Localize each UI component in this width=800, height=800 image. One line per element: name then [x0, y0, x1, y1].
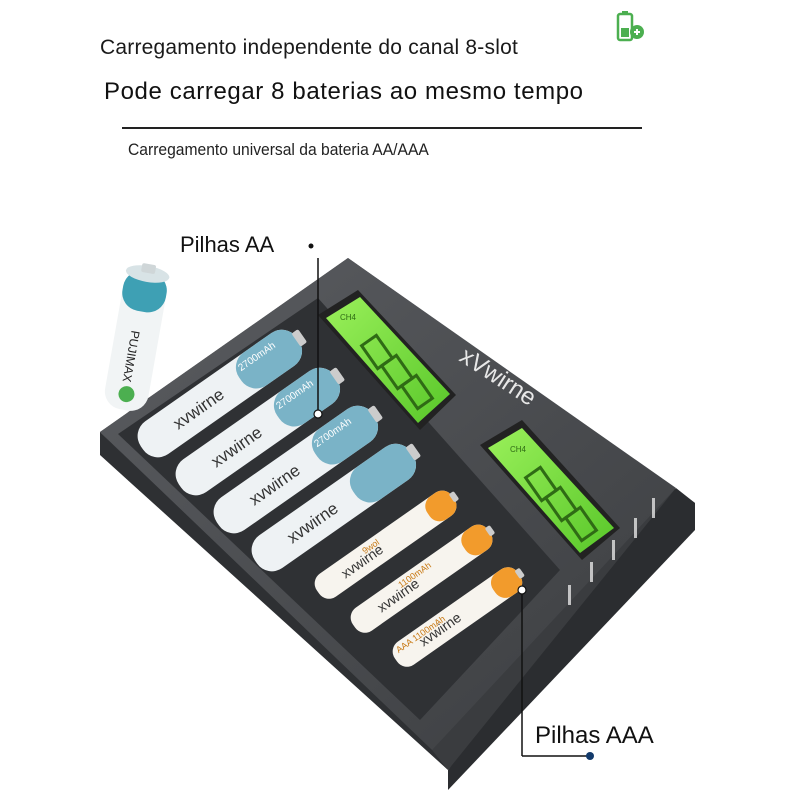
headline-eight-batteries: Pode carregar 8 baterias ao mesmo tempo	[104, 78, 584, 105]
lcd-screen-1: CH4	[318, 290, 456, 430]
battery-charging-icon	[612, 8, 646, 49]
callout-aa-label: Pilhas AA	[180, 232, 275, 257]
callout-aa-pointer	[308, 243, 323, 419]
headline-universal-charging: Carregamento universal da bateria AA/AAA	[128, 140, 429, 159]
lcd-tag-2: CH4	[510, 445, 527, 454]
headline-independent-charging: Carregamento independente do canal 8-slo…	[100, 36, 518, 59]
callout-aaa-label: Pilhas AAA	[535, 722, 654, 749]
divider-line	[122, 127, 642, 129]
aa-battery-3: xvwirne 2700mAh	[213, 405, 383, 534]
callout-aaa-pointer	[517, 585, 594, 760]
lcd-tag-1: CH4	[340, 313, 357, 322]
loose-aa-battery: PUJIMAX	[104, 263, 170, 411]
aaa-battery-1: xvwirne 9wol	[314, 490, 459, 599]
lcd-screen-2: CH4	[480, 420, 620, 560]
